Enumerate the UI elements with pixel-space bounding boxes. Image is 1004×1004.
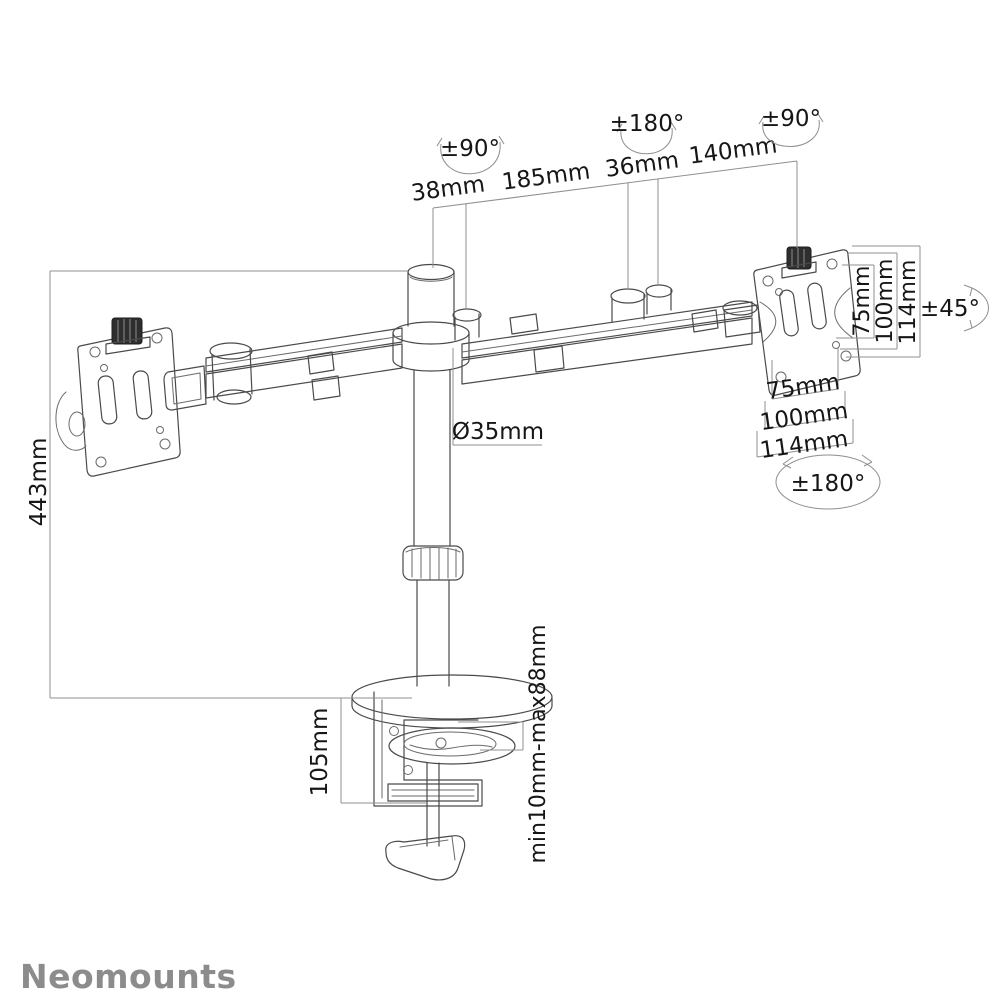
left-tension-knob bbox=[105, 317, 151, 355]
left-arm bbox=[205, 327, 403, 405]
right-arm bbox=[452, 284, 761, 385]
vesa-v75-label: 75mm bbox=[850, 266, 875, 337]
desk-clamp bbox=[351, 674, 553, 881]
right-vesa-plate bbox=[753, 246, 861, 396]
clamp-height-label: 105mm bbox=[307, 708, 333, 797]
dimension-pole-height: 443mm bbox=[26, 270, 412, 699]
clamp-lever bbox=[388, 727, 516, 765]
dimension-vesa-vertical: 75mm 100mm 114mm bbox=[836, 245, 921, 358]
desk-range-label: min10mm-max88mm bbox=[526, 624, 551, 863]
pole bbox=[392, 263, 470, 687]
vesa-v100-label: 100mm bbox=[873, 259, 898, 344]
tilt-indicator: ±45° bbox=[920, 284, 989, 332]
pole-adjust-ring bbox=[402, 545, 464, 581]
left-vesa-plate bbox=[55, 317, 207, 477]
arm-seg4-label: 140mm bbox=[687, 132, 778, 169]
dimension-clamp-height: 105mm bbox=[307, 698, 428, 804]
mid-swivel-label: ±180° bbox=[610, 111, 685, 137]
vesa-v114-label: 114mm bbox=[896, 260, 921, 345]
dimension-vesa-horizontal: 75mm 100mm 114mm bbox=[756, 348, 854, 464]
vesa-rotate-indicator: ±180° bbox=[775, 454, 881, 510]
vesa-rotate-label: ±180° bbox=[791, 471, 866, 497]
pole-diameter-label: Ø35mm bbox=[452, 419, 544, 445]
arm-seg1-label: 38mm bbox=[410, 171, 487, 206]
clamp-base-plate bbox=[351, 674, 553, 720]
dimension-pole-diameter: Ø35mm bbox=[452, 348, 544, 446]
dimension-desk-range: min10mm-max88mm bbox=[458, 624, 551, 864]
tilt-label: ±45° bbox=[920, 296, 980, 322]
rotation-indicators: ±90° ±180° ±90° bbox=[436, 106, 824, 175]
right-tension-knob bbox=[781, 246, 817, 279]
brand-logo: Neomounts bbox=[20, 957, 237, 996]
clamp-screw-handle bbox=[385, 835, 466, 881]
arm-seg2-label: 185mm bbox=[500, 158, 591, 195]
head-swivel-label: ±90° bbox=[761, 106, 821, 132]
pole-swivel-label: ±90° bbox=[440, 136, 500, 162]
pole-height-label: 443mm bbox=[26, 438, 52, 527]
